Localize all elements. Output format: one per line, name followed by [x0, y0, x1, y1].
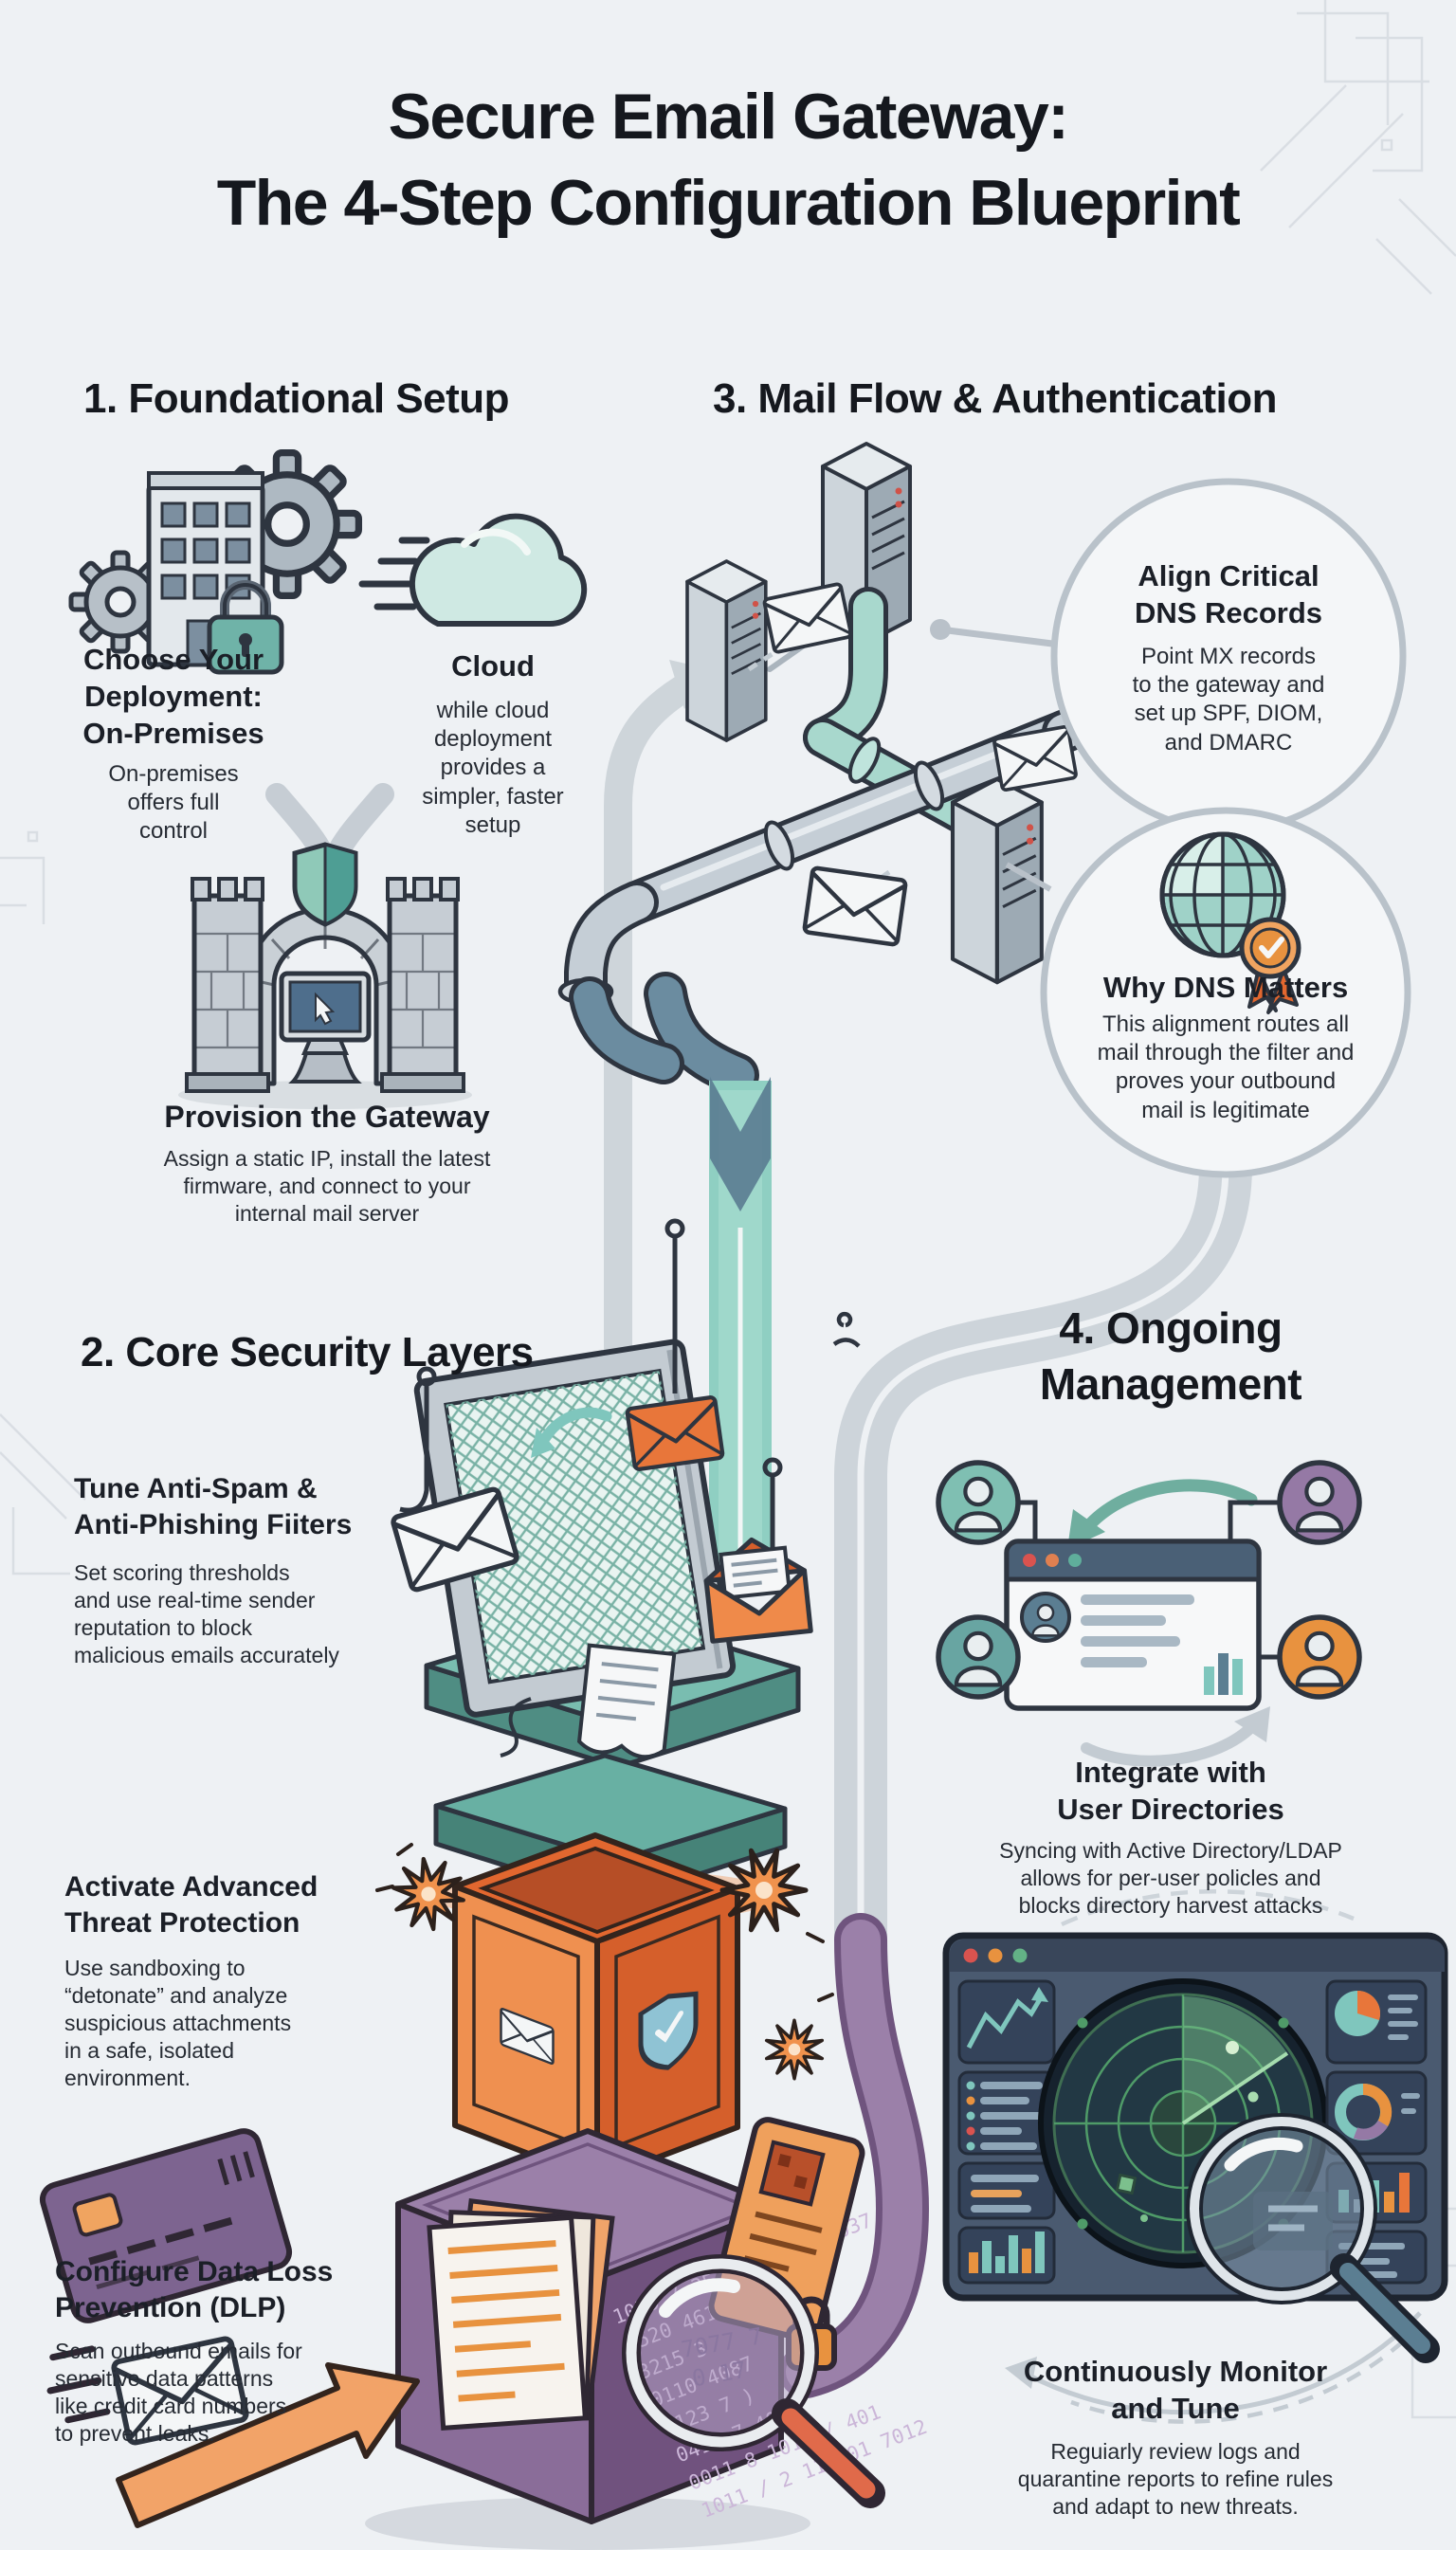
explosion-icon: [755, 2012, 833, 2087]
gateway-console-icon: [279, 971, 372, 1084]
shield-icon: [292, 842, 358, 927]
onprem-desc: On-premises offers full control: [108, 761, 239, 845]
sandbox-cube-icon: [375, 1832, 834, 2183]
why-dns-desc: This alignment routes all mail through t…: [1097, 1011, 1355, 1123]
document-stack-icon: [427, 2198, 615, 2431]
step4-heading: 4. Ongoing Management: [1039, 1303, 1302, 1409]
antispam-title: Tune Anti-Spam & Anti-Phishing Fiiters: [74, 1473, 353, 1540]
castle-tower-left: [185, 877, 270, 1093]
flow-band-purple: [779, 1913, 930, 2398]
window-dot-red: [963, 1948, 978, 1963]
user-avatar-icon: [936, 1614, 1021, 1700]
cloud-icon: [358, 513, 588, 628]
castle-tower-right: [380, 877, 465, 1093]
window-dot-green: [1012, 1948, 1028, 1963]
background-circuit-decoration: [0, 0, 1456, 2419]
dashboard-left-panels: [957, 1979, 1056, 2285]
monitor-title: Continuously Monitor and Tune: [1023, 2355, 1328, 2426]
flow-band-teal: [644, 972, 772, 1574]
open-spam-envelope-icon: [703, 1537, 813, 1644]
ribbon-badge-icon: [1239, 917, 1301, 1014]
monitor-desc: Reguiarly review logs and quarantine rep…: [1017, 2439, 1334, 2519]
onprem-title: Choose Your Deployment: On-Premises: [82, 643, 264, 751]
user-directory-diagram: [936, 1460, 1362, 1767]
atp-title: Activate Advanced Threat Protection: [64, 1871, 318, 1939]
envelope-icon: [992, 724, 1079, 792]
dns-callout-connector: [930, 619, 1061, 892]
step2-heading: 2. Core Security Layers: [81, 1329, 534, 1375]
monitor-magnifier-icon: [1186, 2113, 1440, 2363]
dlp-desc: Scan outbound emails for sensitive data …: [55, 2339, 302, 2446]
cloud-title: Cloud: [451, 649, 535, 683]
filter-wire: [500, 1697, 532, 1758]
page-title: Secure Email Gateway: The 4-Step Configu…: [216, 81, 1241, 240]
window-dot-orange: [1046, 1554, 1059, 1567]
cloud-desc: while cloud deployment provides a simple…: [422, 698, 564, 838]
envelope-icon: [761, 581, 854, 655]
directory-window: [1004, 1539, 1262, 1711]
server-icon-left: [685, 559, 768, 742]
atp-desc: Use sandboxing to “detonate” and analyze…: [64, 1956, 292, 2090]
mini-bar: [1232, 1659, 1243, 1695]
step1-heading: 1. Foundational Setup: [83, 375, 510, 422]
dns-records-desc: Point MX records to the gateway and set …: [1132, 644, 1325, 756]
dlp-title: Configure Data Loss Prevention (DLP): [55, 2256, 334, 2323]
directories-title: Integrate with User Directories: [1057, 1756, 1284, 1827]
outbound-envelope-icon: [46, 2338, 247, 2444]
dlp-magnifier-icon: 7077 7 0 17: [622, 2254, 885, 2508]
lock-icon: [207, 580, 284, 675]
why-dns-callout-circle: [1040, 807, 1411, 1178]
monitoring-dashboard: [942, 1888, 1448, 2424]
score-receipt-icon: [576, 1643, 677, 1759]
window-dot-red: [1023, 1554, 1036, 1567]
dlp-cube-icon: 1039 / 3578 4670 / 1037 5520 4610 4087 3…: [39, 2117, 930, 2550]
antispam-desc: Set scoring thresholds and use real-time…: [74, 1560, 339, 1667]
dns-records-title: Align Critical DNS Records: [1134, 559, 1323, 630]
spam-envelope-icon: [627, 1397, 723, 1470]
gateway-desc: Assign a static IP, install the latest f…: [163, 1146, 491, 1226]
directories-desc: Syncing with Active Directory/LDAP allow…: [999, 1838, 1342, 1918]
mini-bar: [1218, 1653, 1228, 1695]
step3-heading: 3. Mail Flow & Authentication: [713, 375, 1278, 422]
flow-band-right: [834, 1165, 1252, 1940]
scan-arrow-icon: [116, 2362, 420, 2528]
user-avatar-icon: [1277, 1614, 1362, 1700]
castle-gateway-icon: [178, 842, 472, 1109]
gateway-title: Provision the Gateway: [164, 1100, 490, 1134]
sandbox-shield-icon: [638, 1991, 699, 2070]
user-avatar-icon: [1277, 1460, 1362, 1545]
globe-icon: [1159, 831, 1301, 1014]
why-dns-title: Why DNS Matters: [1102, 971, 1349, 1004]
onprem-building-icon: [50, 423, 388, 675]
window-dot-teal: [1068, 1554, 1082, 1567]
window-dot-orange: [988, 1948, 1003, 1963]
user-avatar-icon: [936, 1460, 1021, 1545]
phishing-hooks: [399, 1218, 861, 1553]
mini-bar: [1204, 1667, 1214, 1695]
envelope-icon: [804, 867, 906, 945]
server-icon-right: [953, 779, 1042, 982]
bounce-arrow-icon: [537, 1407, 612, 1448]
credit-card-icon: [39, 2128, 293, 2323]
bounce-arrowhead: [531, 1428, 555, 1458]
